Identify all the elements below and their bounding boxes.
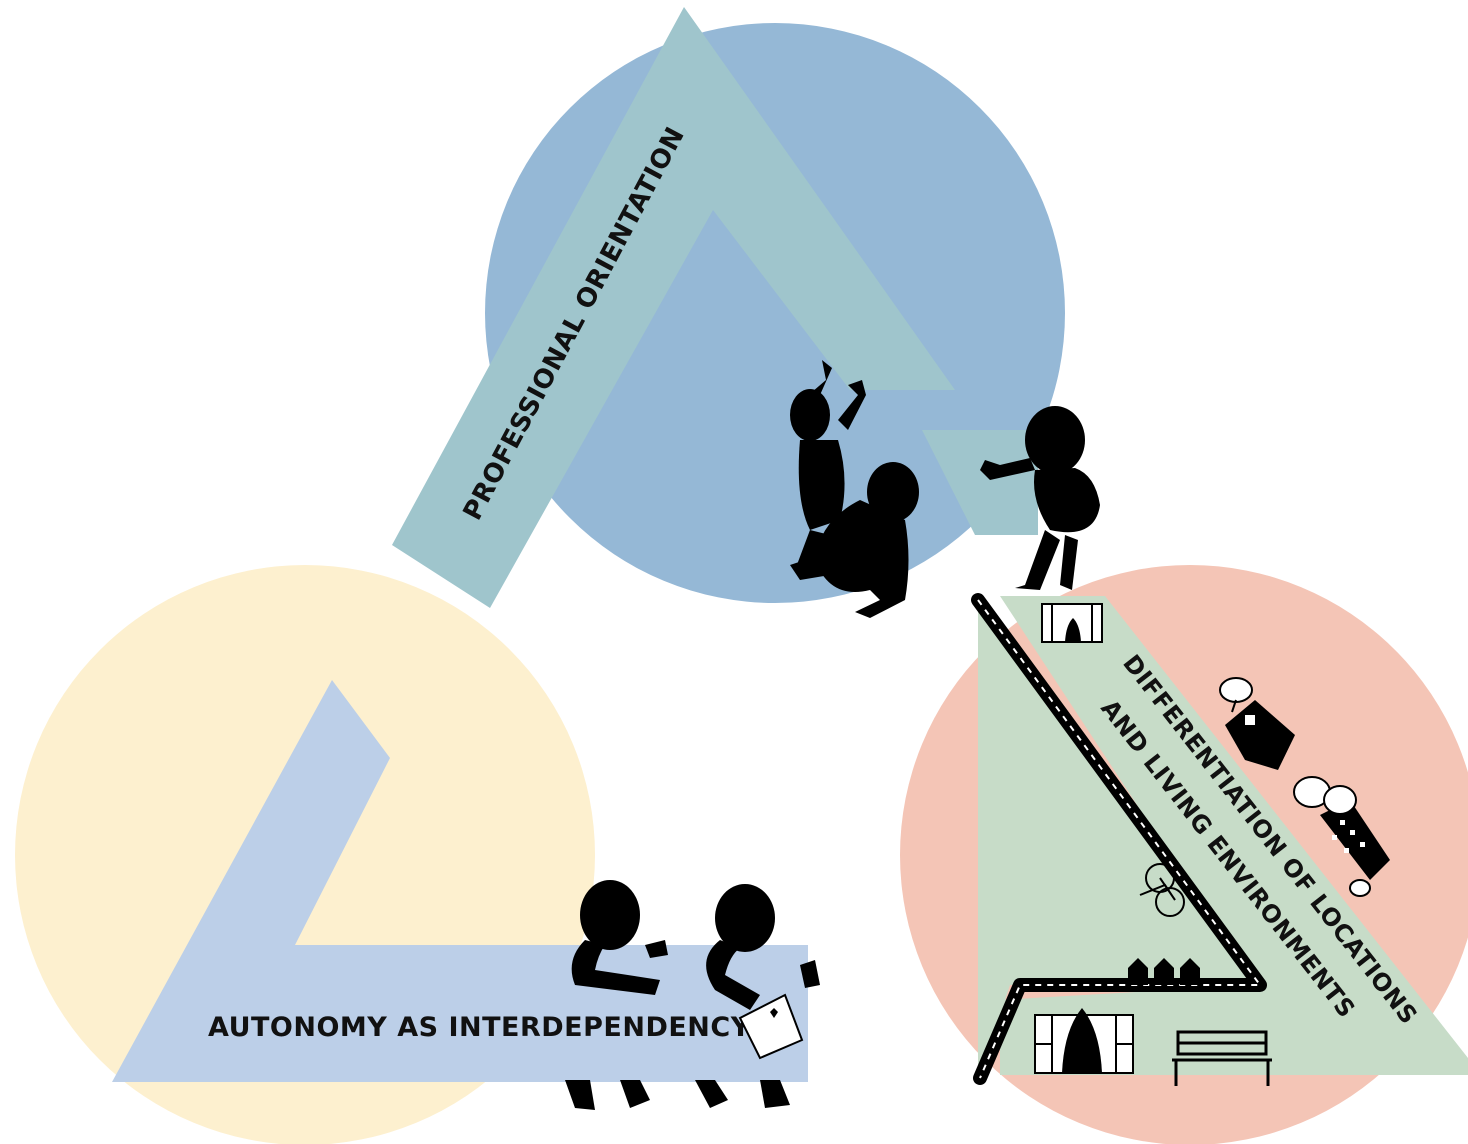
bench-icon bbox=[1172, 1030, 1272, 1086]
differentiation-band bbox=[1000, 596, 1468, 1075]
bicycle-icon bbox=[1139, 863, 1185, 917]
differentiation-band-left bbox=[978, 600, 1255, 1075]
apartment-building-icon bbox=[1320, 800, 1390, 880]
tree-icon bbox=[1219, 677, 1253, 713]
professional-band-tab bbox=[922, 430, 1038, 535]
house-icon bbox=[1225, 700, 1295, 770]
window-icon bbox=[1041, 603, 1103, 643]
row-houses-icon bbox=[1128, 958, 1200, 985]
child-walking-icon-2 bbox=[695, 884, 820, 1108]
window-icon-2 bbox=[1034, 1008, 1134, 1074]
autonomy-label: AUTONOMY AS INTERDEPENDENCY bbox=[208, 1012, 751, 1043]
tree-icon-2 bbox=[1293, 776, 1371, 897]
child-walking-icon bbox=[565, 880, 668, 1110]
child-crouching-icon bbox=[790, 462, 919, 618]
professional-band bbox=[392, 7, 955, 608]
child-reaching-icon bbox=[980, 406, 1100, 590]
map-icon bbox=[738, 993, 804, 1060]
child-climbing-icon bbox=[790, 360, 866, 575]
